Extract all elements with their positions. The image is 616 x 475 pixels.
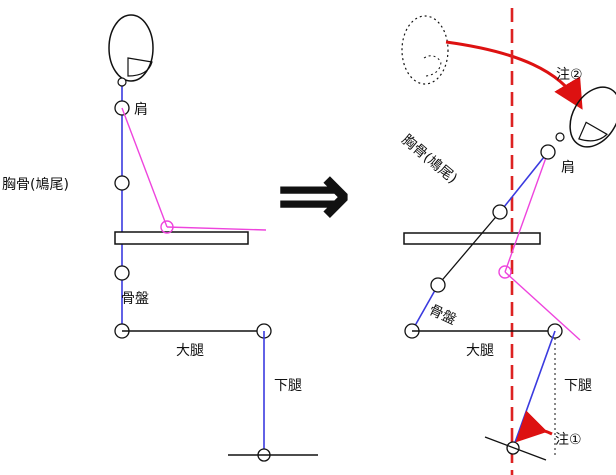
right-neck-joint [556, 133, 564, 141]
right-shoulder-joint [541, 145, 555, 159]
right-figure: 注② 肩 胸骨(鳩尾) 骨盤 大腿 下腿 注① [398, 8, 616, 475]
left-forearm [167, 227, 266, 230]
left-figure: 肩 胸骨(鳩尾) 骨盤 大腿 下腿 [2, 15, 318, 461]
left-head [109, 15, 153, 81]
right-forearm [505, 272, 580, 340]
right-label-shoulder: 肩 [561, 160, 575, 176]
right-label-note2: 注② [556, 67, 583, 83]
left-lumbar-joint [115, 266, 129, 280]
right-label-pelvis: 骨盤 [426, 302, 458, 328]
left-sternum-joint [115, 176, 129, 190]
right-label-note1: 注① [555, 432, 582, 448]
right-label-sternum: 胸骨(鳩尾) [398, 132, 460, 187]
left-desk [115, 232, 248, 244]
right-sternum-joint [493, 205, 507, 219]
right-upper-arm [505, 152, 548, 272]
left-neck-joint [118, 78, 126, 86]
left-upper-arm [122, 108, 167, 227]
right-lumbar-joint [431, 278, 445, 292]
right-ghost-head [402, 16, 448, 84]
right-label-thigh: 大腿 [466, 343, 494, 359]
right-desk [404, 233, 540, 244]
transition-arrow: ⇒ [275, 141, 352, 248]
left-label-sternum: 胸骨(鳩尾) [2, 177, 69, 193]
left-label-pelvis: 骨盤 [121, 291, 149, 307]
right-label-lower-leg: 下腿 [564, 378, 592, 394]
left-label-thigh: 大腿 [176, 343, 204, 359]
right-spine-mid [438, 212, 500, 285]
left-label-shoulder: 肩 [134, 102, 148, 118]
left-label-lower-leg: 下腿 [274, 378, 302, 394]
ankle-note-arrow [522, 430, 552, 436]
right-spine-upper [500, 152, 548, 212]
